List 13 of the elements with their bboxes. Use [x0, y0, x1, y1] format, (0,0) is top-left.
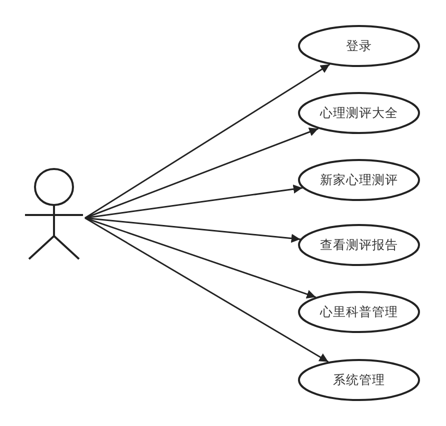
arrow [84, 217, 316, 299]
arrow [84, 128, 318, 219]
use-case-ellipse: 查看测评报告 [298, 224, 420, 266]
use-case-ellipse: 系统管理 [298, 359, 420, 401]
arrow [84, 64, 330, 219]
use-case-ellipse: 新家心理测评 [298, 159, 420, 201]
use-case-ellipse: 心里科普管理 [298, 291, 420, 333]
arrow [84, 217, 329, 362]
arrow [84, 184, 303, 219]
use-case-ellipse: 登录 [298, 25, 420, 67]
use-case-ellipse: 心理测评大全 [298, 92, 420, 134]
actor-stick-figure [24, 168, 84, 262]
arrow [84, 217, 300, 243]
